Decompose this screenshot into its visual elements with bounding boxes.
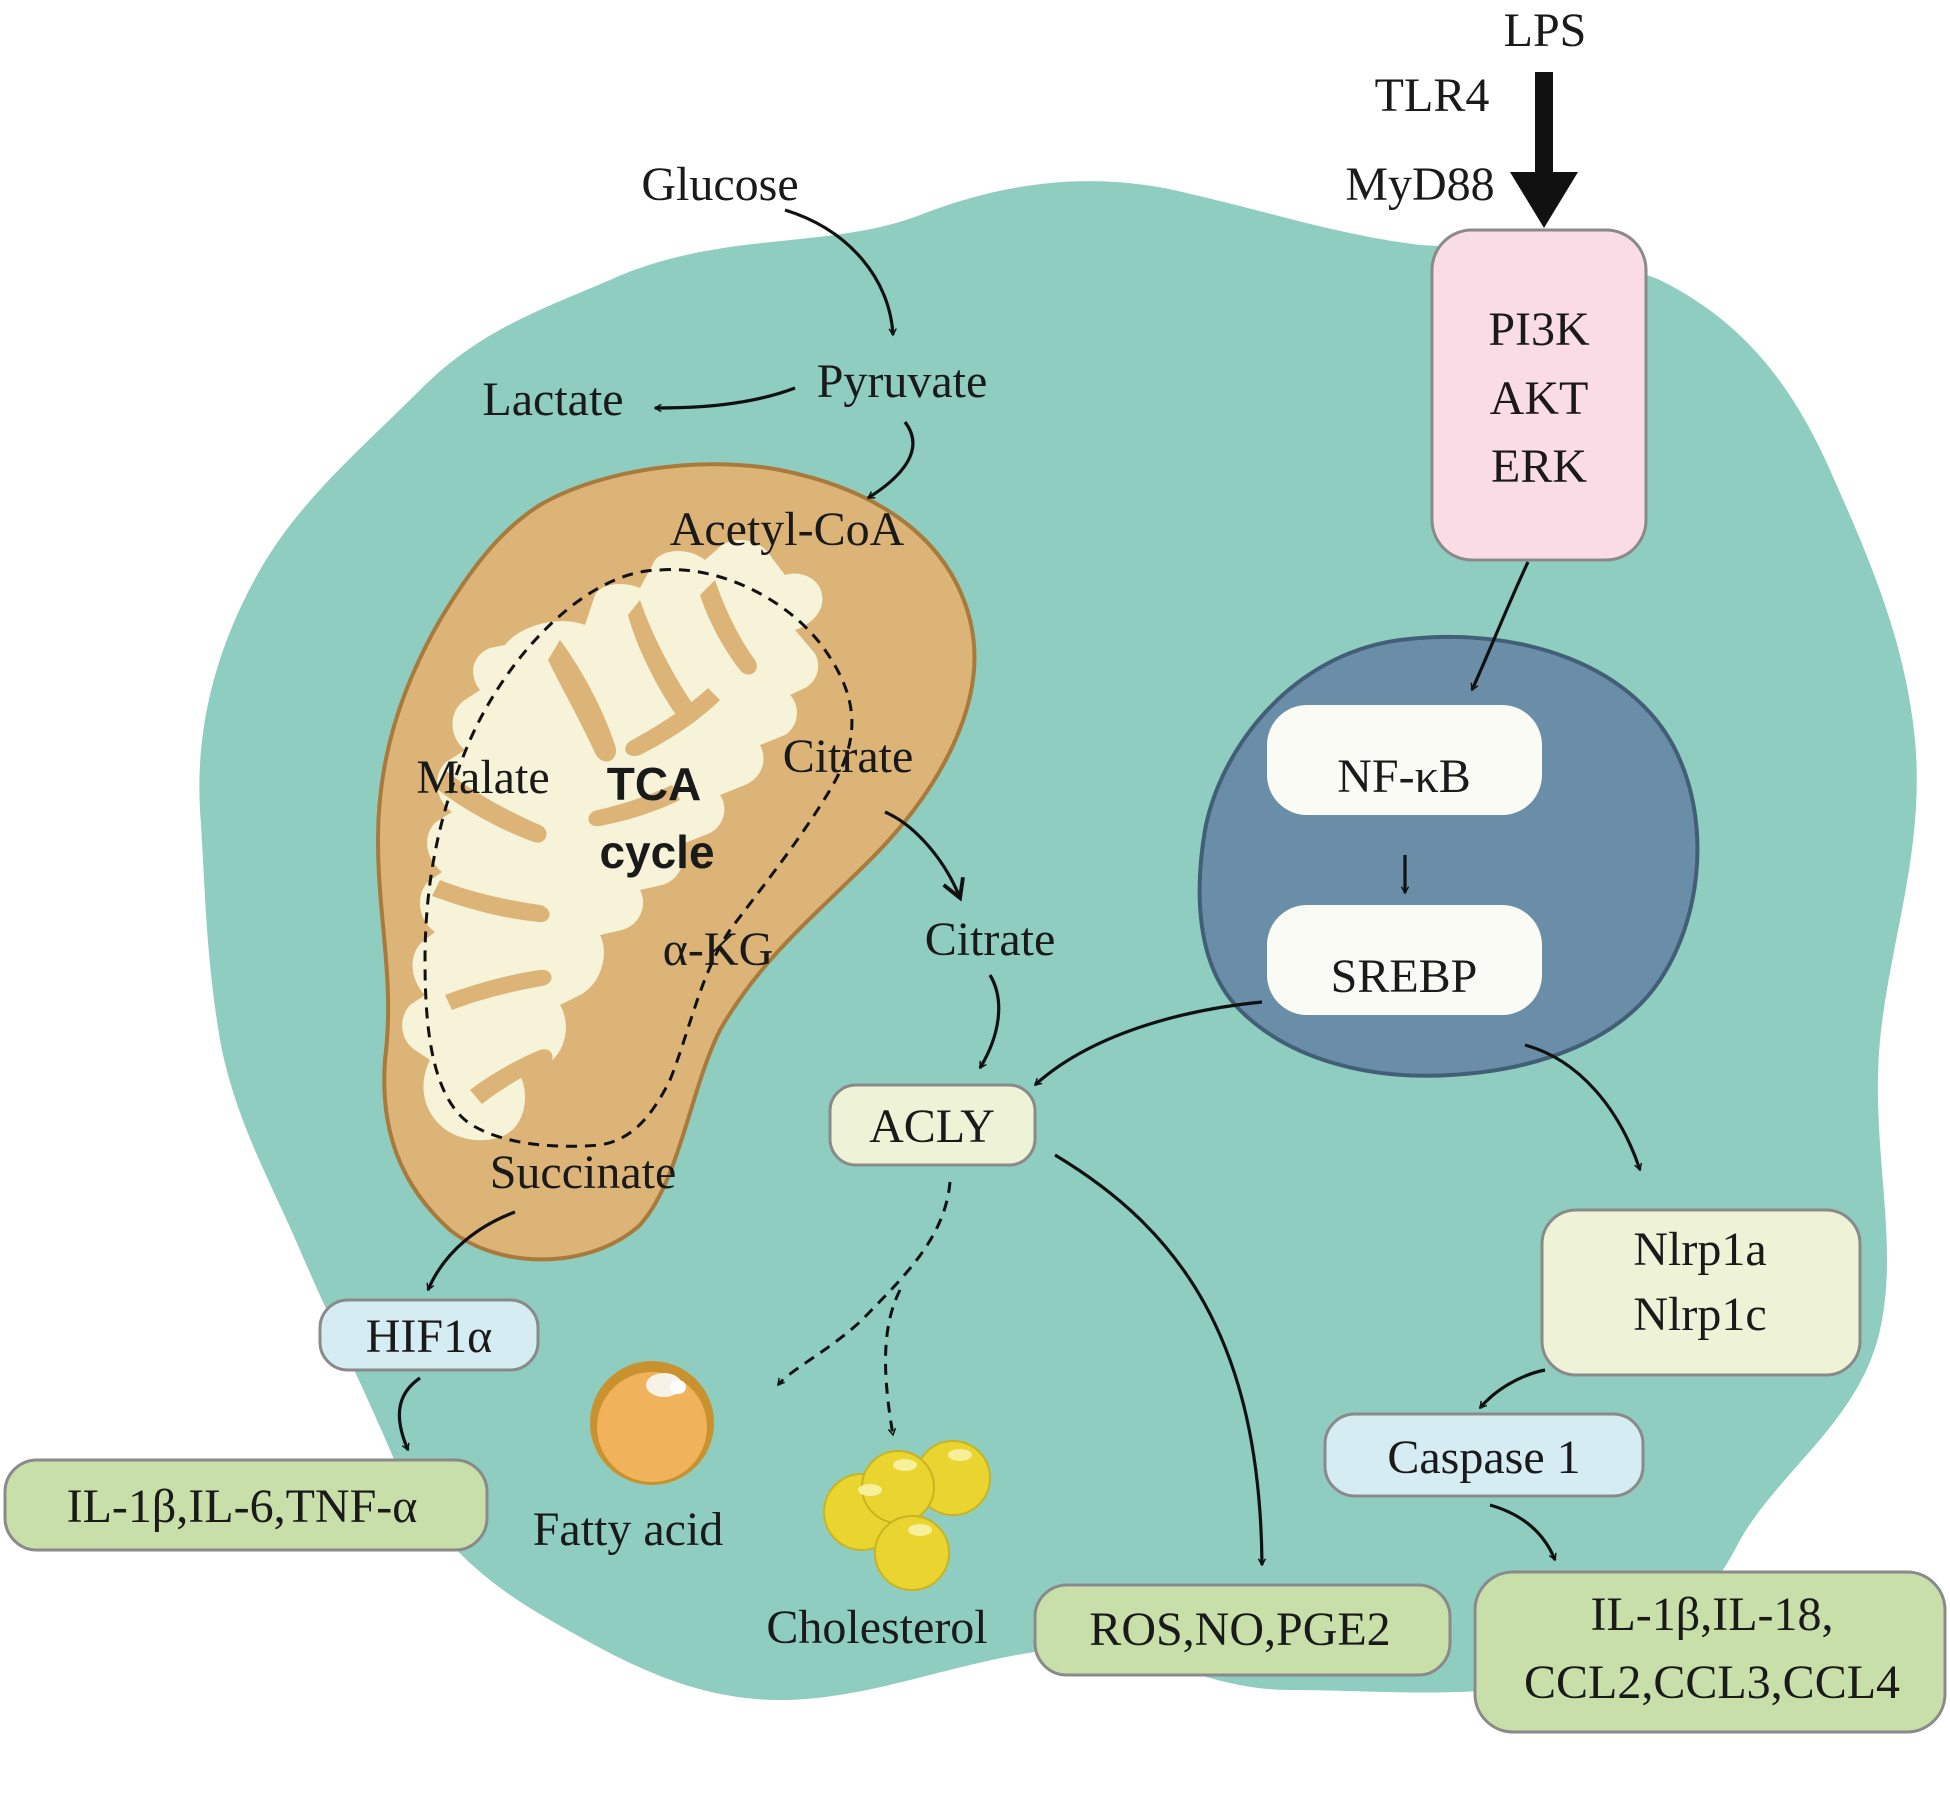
kinase-akt: AKT (1490, 372, 1589, 425)
nlrp1c-label: Nlrp1c (1633, 1288, 1766, 1341)
tca-label-line2: cycle (599, 826, 714, 878)
srebp-box (1267, 905, 1542, 1015)
hif1a-box (318, 1298, 540, 1372)
arrow-glucose-pyruvate (784, 208, 897, 337)
acetylcoa-label: Acetyl-CoA (670, 503, 905, 556)
arrow-srebp-nlrp (1524, 1043, 1643, 1172)
pyruvate-label: Pyruvate (817, 355, 988, 408)
ros-box (1033, 1583, 1452, 1677)
arrow-hif-cytokines (397, 1376, 421, 1452)
fatty-acid-label: Fatty acid (533, 1503, 724, 1556)
lps-arrow (1510, 72, 1578, 228)
cytokines-casp-line2: CCL2,CCL3,CCL4 (1524, 1656, 1900, 1709)
cristae-folds (432, 580, 757, 1104)
arrow-nlrp-caspase (1478, 1368, 1546, 1410)
cholesterol-label: Cholesterol (766, 1601, 987, 1654)
cytokines-hif-label: IL-1β,IL-6,TNF-α (67, 1480, 418, 1533)
arrow-pyruvate-lactate (653, 386, 796, 413)
arrow-acly-fattyacid (776, 1181, 952, 1387)
cytosol-citrate-label: Citrate (925, 913, 1056, 966)
arrow-citrate-acly (978, 974, 1001, 1070)
arrow-acly-ros (1054, 1153, 1267, 1567)
cytokines-hif-box (3, 1458, 489, 1552)
fatty-acid-icon (590, 1361, 714, 1485)
malate-label: Malate (416, 751, 549, 804)
arrow-srebp-acly (1033, 1000, 1263, 1087)
acly-box (828, 1083, 1037, 1167)
akg-label: α-KG (663, 923, 773, 976)
ros-label: ROS,NO,PGE2 (1089, 1603, 1390, 1656)
arrow-caspase-cytokines (1489, 1503, 1557, 1562)
kinase-pi3k: PI3K (1488, 303, 1590, 356)
srebp-label: SREBP (1331, 950, 1478, 1003)
cytokines-casp-line1: IL-1β,IL-18, (1591, 1588, 1834, 1641)
acly-label: ACLY (869, 1100, 995, 1153)
kinase-erk: ERK (1491, 440, 1587, 493)
lactate-label: Lactate (482, 373, 623, 426)
arrow-pyruvate-acetylcoa (866, 421, 915, 500)
tca-cycle-path (423, 568, 854, 1148)
kinase-box (1430, 228, 1648, 562)
arrow-citrate-export (884, 810, 965, 902)
cholesterol-icon (823, 1440, 991, 1591)
glucose-label: Glucose (641, 158, 798, 211)
pathway-arrows (397, 208, 1643, 1567)
nlrp-box (1540, 1208, 1862, 1377)
arrow-acly-cholesterol (884, 1289, 902, 1437)
succinate-label: Succinate (490, 1146, 677, 1199)
nlrp1a-label: Nlrp1a (1633, 1223, 1766, 1276)
nfkb-label: NF-κB (1337, 750, 1471, 803)
nfkb-box (1267, 705, 1542, 815)
tlr4-label: TLR4 (1375, 69, 1490, 122)
arrow-succinate-hif (426, 1210, 516, 1292)
caspase-label: Caspase 1 (1387, 1431, 1580, 1484)
mito-citrate-label: Citrate (783, 730, 914, 783)
arrow-kinase-nfkb (1470, 561, 1530, 692)
tca-label-line1: TCA (607, 758, 702, 810)
caspase-box (1323, 1412, 1645, 1498)
cytokines-casp-box (1473, 1570, 1947, 1734)
myd88-label: MyD88 (1345, 158, 1494, 211)
hif1a-label: HIF1α (366, 1310, 493, 1363)
lps-label: LPS (1504, 4, 1587, 57)
